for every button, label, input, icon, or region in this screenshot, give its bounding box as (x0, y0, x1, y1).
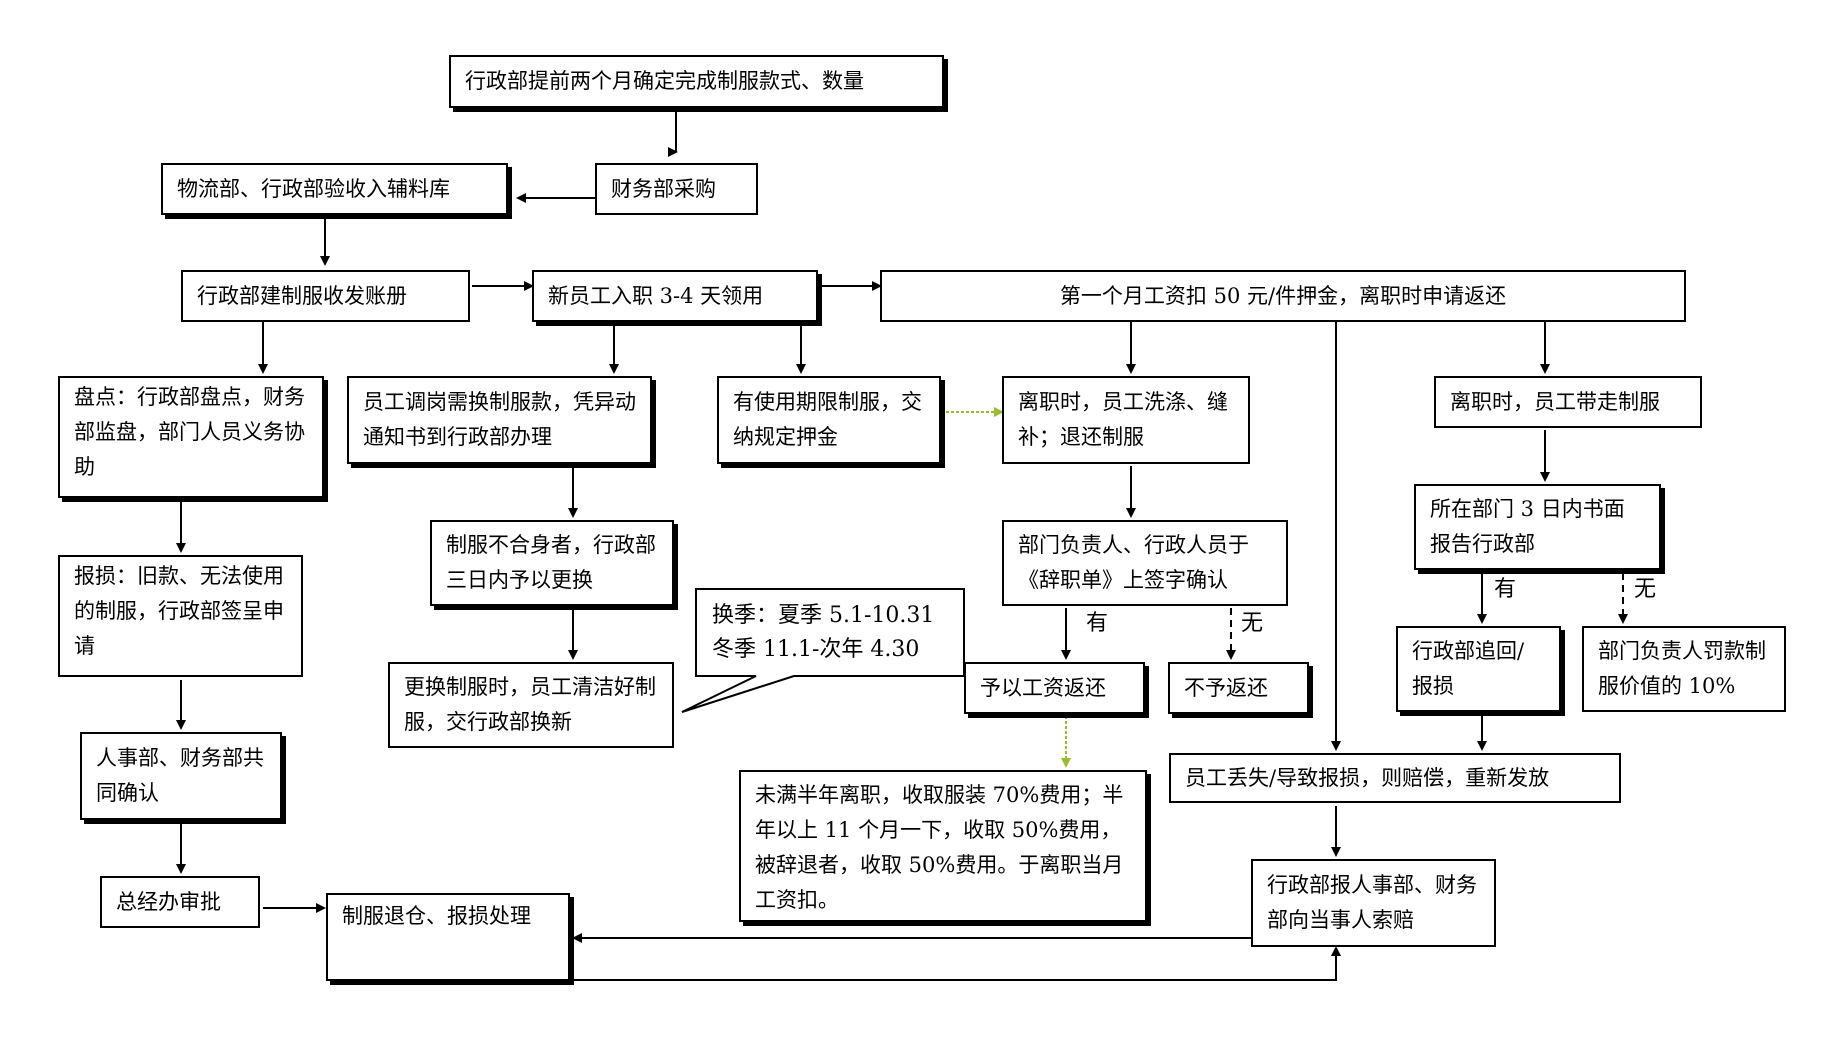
node-clean-exchange-new: 更换制服时，员工清洁好制服，交行政部换新 (388, 662, 674, 748)
node-resign-take-uniform: 离职时，员工带走制服 (1434, 376, 1702, 428)
node-inventory-check: 盘点：行政部盘点，财务部监盘，部门人员义务协助 (58, 376, 324, 498)
node-text: 财务部采购 (611, 176, 716, 201)
node-salary-refund: 予以工资返还 (964, 662, 1145, 714)
node-text: 制服不合身者，行政部三日内予以更换 (446, 533, 656, 592)
node-text: 总经办审批 (116, 889, 221, 914)
node-deposit-deduction: 第一个月工资扣 50 元/件押金，离职时申请返还 (880, 270, 1686, 322)
node-text: 盘点：行政部盘点，财务部监盘，部门人员义务协助 (74, 385, 305, 479)
node-text: 部门负责人、行政人员于《辞职单》上签字确认 (1018, 533, 1249, 592)
callout-line-winter: 冬季 11.1-次年 4.30 (712, 637, 920, 662)
node-resign-fee-rules: 未满半年离职，收取服装 70%费用；半年以上 11 个月一下，收取 50%费用，… (739, 770, 1147, 922)
node-text: 第一个月工资扣 50 元/件押金，离职时申请返还 (1059, 283, 1507, 308)
branch-label-resign-no: 无 (1241, 611, 1264, 636)
callout-line-summer: 换季：夏季 5.1-10.31 (712, 603, 935, 628)
node-logistics-acceptance: 物流部、行政部验收入辅料库 (161, 163, 508, 215)
node-text: 员工丢失/导致报损，则赔偿，重新发放 (1185, 765, 1550, 790)
node-confirm-uniform-style: 行政部提前两个月确定完成制服款式、数量 (449, 55, 944, 108)
node-lost-compensation: 员工丢失/导致报损，则赔偿，重新发放 (1169, 753, 1621, 803)
node-text: 物流部、行政部验收入辅料库 (177, 176, 450, 201)
node-recover-or-scrap: 行政部追回/报损 (1396, 626, 1561, 712)
node-transfer-uniform-change: 员工调岗需换制服款，凭异动通知书到行政部办理 (347, 376, 652, 464)
node-text: 行政部建制服收发账册 (197, 283, 407, 308)
node-text: 所在部门 3 日内书面报告行政部 (1430, 497, 1625, 556)
node-return-warehouse: 制服退仓、报损处理 (326, 893, 570, 981)
node-text: 员工调岗需换制服款，凭异动通知书到行政部办理 (363, 390, 636, 449)
node-text: 离职时，员工洗涤、缝补；退还制服 (1018, 390, 1228, 449)
node-text: 不予返还 (1184, 675, 1268, 700)
node-term-uniform-deposit: 有使用期限制服，交纳规定押金 (717, 376, 941, 464)
node-text: 予以工资返还 (980, 675, 1106, 700)
node-text: 新员工入职 3-4 天领用 (548, 283, 764, 308)
node-text: 更换制服时，员工清洁好制服，交行政部换新 (404, 675, 656, 734)
node-ill-fitting-exchange: 制服不合身者，行政部三日内予以更换 (430, 520, 674, 606)
node-text: 有使用期限制服，交纳规定押金 (733, 390, 922, 449)
node-text: 未满半年离职，收取服装 70%费用；半年以上 11 个月一下，收取 50%费用，… (755, 783, 1124, 912)
node-text: 报损：旧款、无法使用的制服，行政部签呈申请 (74, 564, 284, 658)
node-new-employee-collect: 新员工入职 3-4 天领用 (532, 270, 818, 322)
node-text: 部门负责人罚款制服价值的 10% (1598, 639, 1766, 698)
node-dept-written-report: 所在部门 3 日内书面报告行政部 (1414, 484, 1661, 570)
node-resignation-signoff: 部门负责人、行政人员于《辞职单》上签字确认 (1002, 520, 1288, 606)
node-finance-purchase: 财务部采购 (595, 163, 758, 215)
node-resign-wash-return: 离职时，员工洗涤、缝补；退还制服 (1002, 376, 1250, 464)
branch-label-report-yes: 有 (1494, 577, 1517, 602)
node-text: 人事部、财务部共同确认 (96, 746, 264, 805)
node-text: 行政部追回/报损 (1412, 639, 1525, 698)
node-text: 行政部提前两个月确定完成制服款式、数量 (465, 69, 864, 93)
node-uniform-ledger: 行政部建制服收发账册 (181, 270, 470, 322)
node-text: 离职时，员工带走制服 (1450, 389, 1660, 414)
node-gm-office-approval: 总经办审批 (100, 876, 260, 928)
branch-label-report-no: 无 (1634, 577, 1657, 602)
node-dept-head-fine: 部门负责人罚款制服价值的 10% (1582, 626, 1786, 712)
node-text: 行政部报人事部、财务部向当事人索赔 (1267, 873, 1477, 932)
arrow-n23-n26 (574, 946, 1341, 981)
node-text: 制服退仓、报损处理 (342, 904, 531, 928)
node-hr-finance-confirm: 人事部、财务部共同确认 (80, 732, 282, 820)
branch-label-resign-yes: 有 (1086, 611, 1109, 636)
node-loss-report: 报损：旧款、无法使用的制服，行政部签呈申请 (58, 555, 303, 677)
node-no-refund: 不予返还 (1168, 662, 1309, 714)
node-claim-compensation: 行政部报人事部、财务部向当事人索赔 (1251, 859, 1496, 947)
